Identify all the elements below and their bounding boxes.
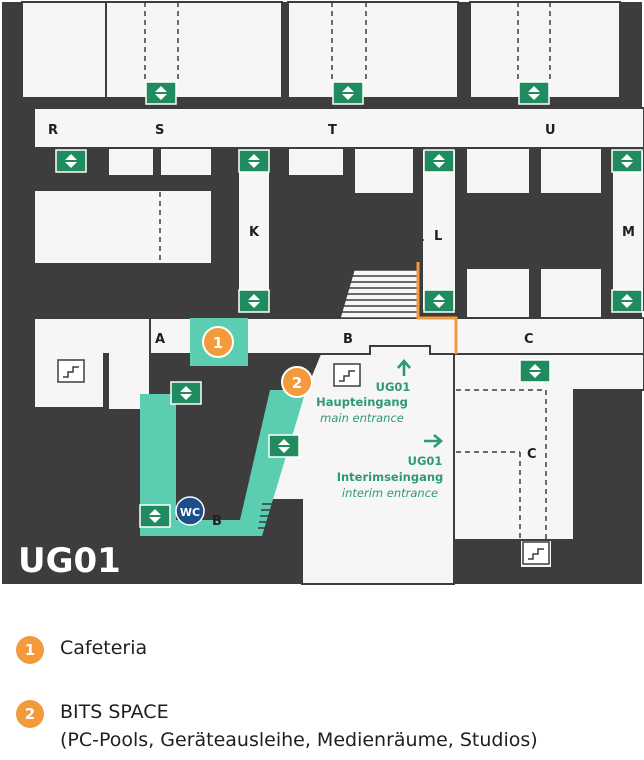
area-entrance-hall [258,345,455,585]
section-label-l: L [434,229,442,244]
elevator-icons [55,81,643,528]
room-t-1 [287,147,345,177]
wc-label: WC [180,506,200,519]
elevator-icon [332,81,364,105]
interim-entrance-title: Interimseingang [337,470,444,484]
stairs-icon [522,541,550,565]
elevator-icon [611,289,643,313]
room-u-3 [465,267,531,319]
main-entrance-title: Haupteingang [316,395,408,409]
legend-text-2: BITS SPACE (PC-Pools, Geräteausleihe, Me… [60,698,538,754]
elevator-icon [611,149,643,173]
legend-badge-2: 2 [16,700,44,728]
arrow-up-icon [397,359,411,376]
legend-title-1: Cafeteria [60,637,148,659]
elevator-icon [519,359,551,383]
elevator-icon [238,149,270,173]
section-label-s: S [155,123,164,138]
section-label-a: A [155,332,165,347]
wc-icon: WC [175,496,205,526]
legend-text-1: Cafeteria [60,634,147,662]
section-label-u: U [545,123,556,138]
room-u-1 [465,147,531,195]
room-u-4 [539,267,603,319]
section-label-m: M [622,225,635,240]
room-top-2 [105,1,283,99]
legend-title-2: BITS SPACE [60,701,169,723]
section-label-c: C [524,332,534,347]
legend-item-bits-space: 2 BITS SPACE (PC-Pools, Geräteausleihe, … [16,698,538,754]
room-t-2 [353,147,415,195]
route-line [416,262,458,354]
room-s-2 [159,147,213,177]
elevator-icon [518,81,550,105]
elevator-icon [170,381,202,405]
room-u-2 [539,147,603,195]
elevator-icon [423,149,455,173]
interim-entrance-info: UG01 Interimseingang interim entrance [337,434,444,500]
corridor-k [237,149,271,311]
stairs-icons [57,359,550,565]
arrow-right-icon [424,434,443,448]
legend-badge-1: 1 [16,636,44,664]
legend-item-cafeteria: 1 Cafeteria [16,634,147,664]
room-stairs-left [33,317,151,411]
room-top-1 [21,1,107,99]
corridor-m [611,149,644,311]
room-r-lower [33,189,213,265]
room-top-3 [287,1,459,99]
section-label-b-green: B [212,514,222,529]
marker-2[interactable]: 2 [281,366,313,398]
main-entrance-level: UG01 [376,380,411,394]
marker-1-number: 1 [213,334,223,352]
elevator-icon [139,504,171,528]
elevator-icon [268,434,300,458]
elevator-icon [145,81,177,105]
room-shapes [21,1,644,585]
main-entrance-subtitle: main entrance [320,411,404,425]
legend-subtitle-2: (PC-Pools, Geräteausleihe, Medienräume, … [60,729,538,751]
floor-label: UG01 [18,541,121,581]
section-label-b: B [343,332,353,347]
marker-2-number: 2 [292,374,302,392]
stairs-icon [333,363,361,387]
marker-1[interactable]: 1 [202,326,234,358]
dashed-partitions [144,2,551,540]
interim-entrance-subtitle: interim entrance [342,486,438,500]
floor-plan-map: R S T U K L M A B C C B 1 2 WC UG01 Haup… [2,1,644,585]
section-label-k: K [249,225,260,240]
elevator-icon [238,289,270,313]
main-entrance-info: UG01 Haupteingang main entrance [316,359,411,425]
section-label-c-room: C [527,447,537,462]
room-s-1 [107,147,155,177]
elevator-icon [55,149,87,173]
stair-hatching [258,239,424,529]
corridor-l [421,149,457,311]
stairs-icon [57,359,85,383]
section-label-r: R [48,123,58,138]
area-b-green [140,390,306,536]
elevator-icon [423,289,455,313]
interim-entrance-level: UG01 [408,454,443,468]
section-label-t: T [328,123,337,138]
